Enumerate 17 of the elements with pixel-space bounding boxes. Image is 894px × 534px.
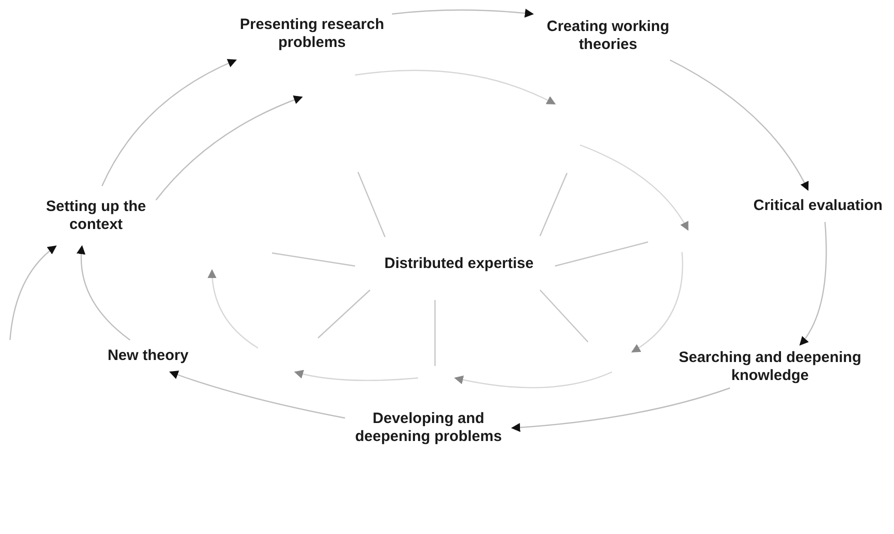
arrow	[169, 370, 346, 419]
node-label: Presenting research problems	[238, 16, 386, 52]
arrow	[101, 59, 237, 186]
arrow	[156, 96, 303, 200]
node-label: Setting up the context	[45, 198, 147, 234]
arrow	[799, 222, 827, 346]
arrow	[9, 245, 57, 340]
node-label: New theory	[108, 347, 188, 365]
node-label: Developing and deepening problems	[354, 410, 503, 446]
node-label: Creating working theories	[546, 18, 670, 54]
node-label: Critical evaluation	[753, 197, 883, 215]
node-label: Distributed expertise	[384, 255, 534, 273]
arrow	[392, 8, 534, 18]
arrow	[670, 59, 809, 191]
node-label: Searching and deepening knowledge	[678, 348, 862, 384]
arrow	[76, 245, 130, 340]
arrow	[511, 387, 730, 432]
